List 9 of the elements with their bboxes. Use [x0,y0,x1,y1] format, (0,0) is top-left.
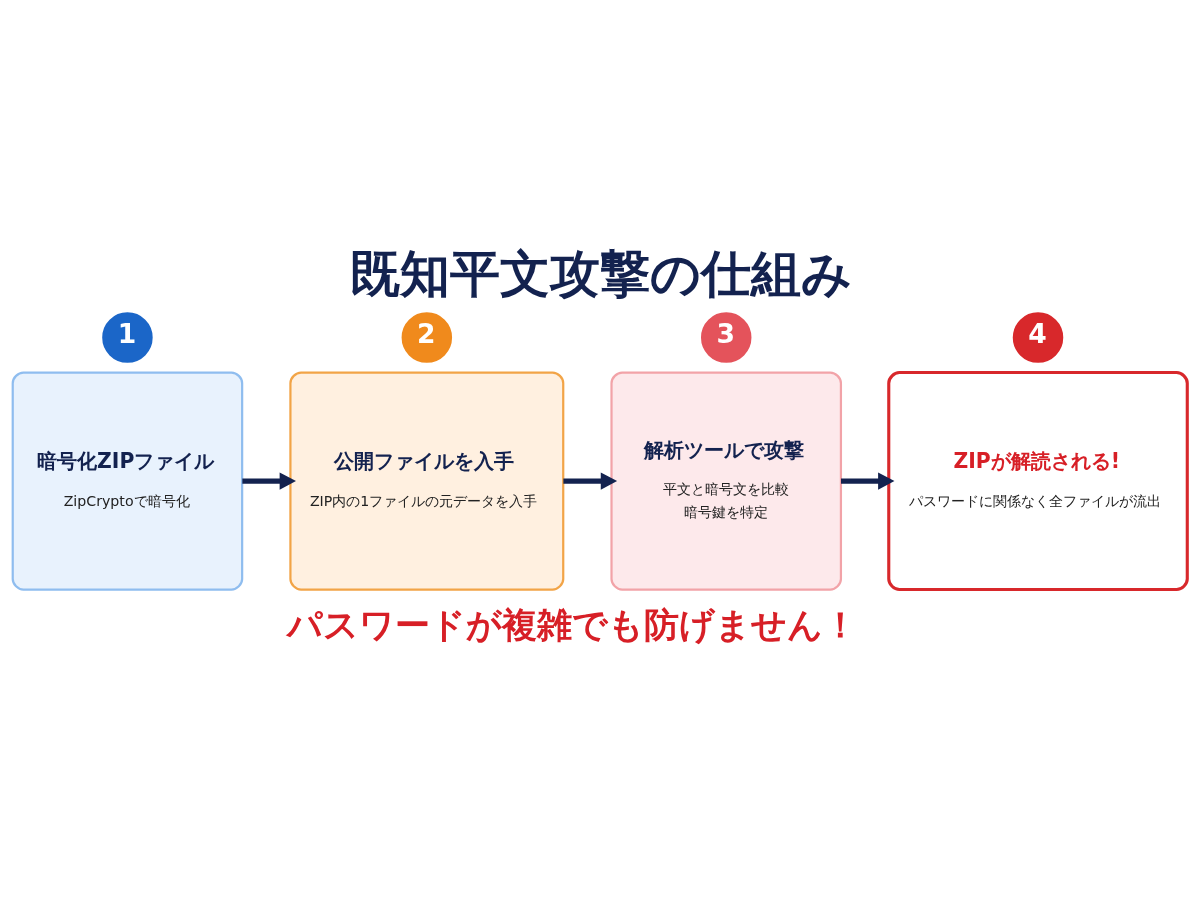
diagram-title: 既知平文攻撃の仕組み [349,244,852,303]
arrow [841,471,895,490]
label: パスワードが複雑でも防げません！ [287,603,859,645]
node-box: 解析ツールで攻撃 平文と暗号文を比較 暗号鍵を特定 [610,370,843,591]
arrow [242,471,296,490]
node-box: 暗号化ZIPファイル ZipCryptoで暗号化 [11,370,244,591]
arrow [563,471,618,490]
node-box: ZIPが解読される! パスワードに関係なく全ファイルが流出 [887,370,1189,591]
node-box: 公開ファイルを入手 ZIP内の1ファイルの元データを入手 [289,370,565,591]
